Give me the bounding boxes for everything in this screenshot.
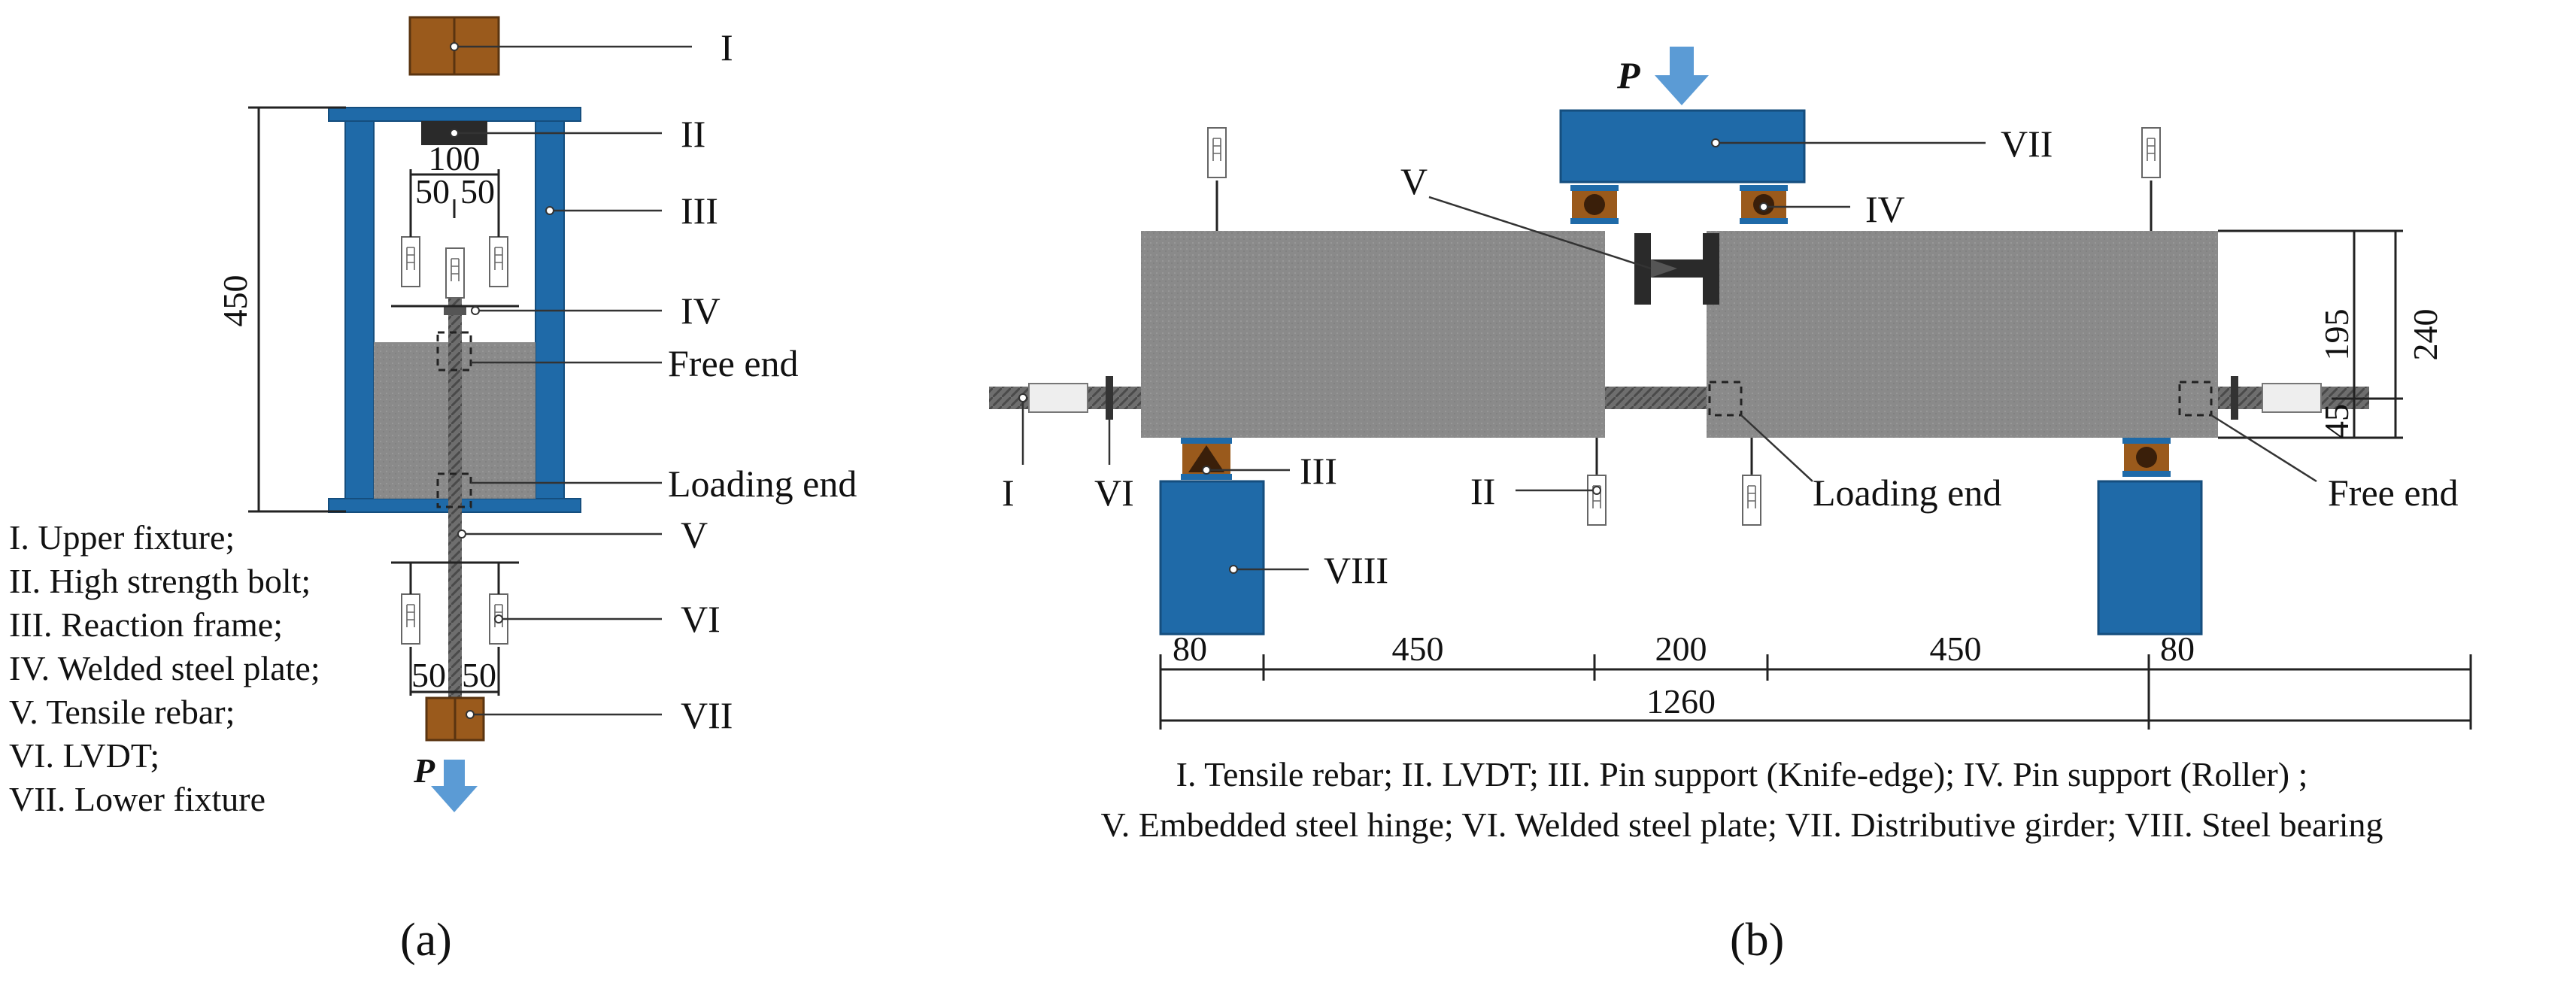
legend-a-item: VI. LVDT; [9, 736, 159, 775]
load-label-b: P [1616, 54, 1640, 96]
panel-b: P 195 240 45 [989, 47, 2472, 966]
dim-b-80-right: 80 [2160, 630, 2195, 668]
dim-a-bot-left: 50 [411, 656, 446, 694]
reaction-frame-left [344, 120, 375, 499]
label-b-loading-end: Loading end [1813, 472, 2001, 514]
label-a-VII: VII [681, 694, 733, 736]
dim-a-top-width: 100 [429, 139, 481, 177]
lvdt-a-bottom-left [401, 593, 420, 645]
label-b-IV: IV [1865, 188, 1905, 230]
lvdt-a-top-right [489, 236, 508, 287]
dim-a-bot-right: 50 [462, 656, 496, 694]
dim-b-80-left: 80 [1173, 630, 1207, 668]
label-b-III: III [1300, 450, 1337, 492]
tensile-rebar-a [448, 259, 462, 722]
dim-a-height: 450 [216, 275, 254, 327]
welded-plate-a [444, 306, 466, 315]
label-b-V: V [1400, 160, 1428, 202]
lvdt-b-top-right [2141, 127, 2161, 178]
lvdt-a-top-center [445, 247, 465, 299]
label-b-VI: VI [1094, 472, 1134, 514]
load-arrow-a [431, 760, 478, 812]
label-a-IV: IV [681, 290, 721, 332]
label-a-V: V [681, 514, 708, 556]
label-a-VI: VI [681, 598, 721, 640]
dim-b-45: 45 [2317, 404, 2356, 438]
label-b-I: I [1002, 472, 1015, 514]
label-b-VIII: VIII [1324, 549, 1388, 591]
pin-support-knife-edge [1181, 438, 1232, 480]
load-arrow-b [1655, 47, 1709, 105]
lvdt-b-bottom-left [1587, 475, 1607, 526]
dim-b-200: 200 [1655, 630, 1707, 668]
panel-a: P 450 100 50 50 50 50 I II III IV Free e… [9, 16, 857, 966]
legend-a-item: VII. Lower fixture [9, 780, 265, 818]
label-b-II: II [1470, 470, 1495, 512]
label-a-loading-end: Loading end [668, 463, 857, 505]
concrete-block-right [1707, 231, 2218, 438]
steel-bearing-right [2097, 480, 2203, 636]
reaction-frame-top [328, 107, 581, 122]
lvdt-a-top-left [401, 236, 420, 287]
dim-a-top-right: 50 [460, 172, 495, 211]
pin-support-roller-left [1570, 185, 1619, 224]
dim-b-450-left: 450 [1392, 630, 1444, 668]
label-a-I: I [721, 26, 733, 68]
dim-b-450-right: 450 [1930, 630, 1982, 668]
load-label-a: P [413, 751, 435, 790]
dim-b-total: 1260 [1646, 682, 1716, 721]
legend-b-line1: I. Tensile rebar; II. LVDT; III. Pin sup… [1176, 755, 2308, 793]
label-a-III: III [681, 190, 718, 232]
legend-a: I. Upper fixture; II. High strength bolt… [9, 518, 320, 818]
concrete-block-left [1141, 231, 1605, 438]
legend-a-item: IV. Welded steel plate; [9, 649, 320, 687]
caption-b: (b) [1730, 915, 1784, 966]
label-a-free-end: Free end [668, 342, 799, 384]
dim-b-195: 195 [2317, 309, 2356, 361]
lvdt-b-top-left [1207, 127, 1227, 178]
dim-a-top-left: 50 [415, 172, 450, 211]
legend-a-item: I. Upper fixture; [9, 518, 235, 557]
label-b-VII: VII [2001, 123, 2053, 165]
legend-a-item: II. High strength bolt; [9, 562, 311, 600]
legend-b-line2: V. Embedded steel hinge; VI. Welded stee… [1100, 806, 2383, 844]
pin-support-roller-bottom [2122, 438, 2171, 477]
lvdt-b-bottom-right [1742, 475, 1761, 526]
dim-b-240: 240 [2406, 309, 2444, 361]
legend-a-item: V. Tensile rebar; [9, 693, 235, 731]
legend-a-item: III. Reaction frame; [9, 605, 283, 644]
caption-a: (a) [400, 915, 452, 966]
label-b-free-end: Free end [2328, 472, 2459, 514]
distributive-girder [1559, 109, 1806, 184]
label-a-II: II [681, 113, 705, 155]
steel-bearing-left [1159, 480, 1265, 636]
